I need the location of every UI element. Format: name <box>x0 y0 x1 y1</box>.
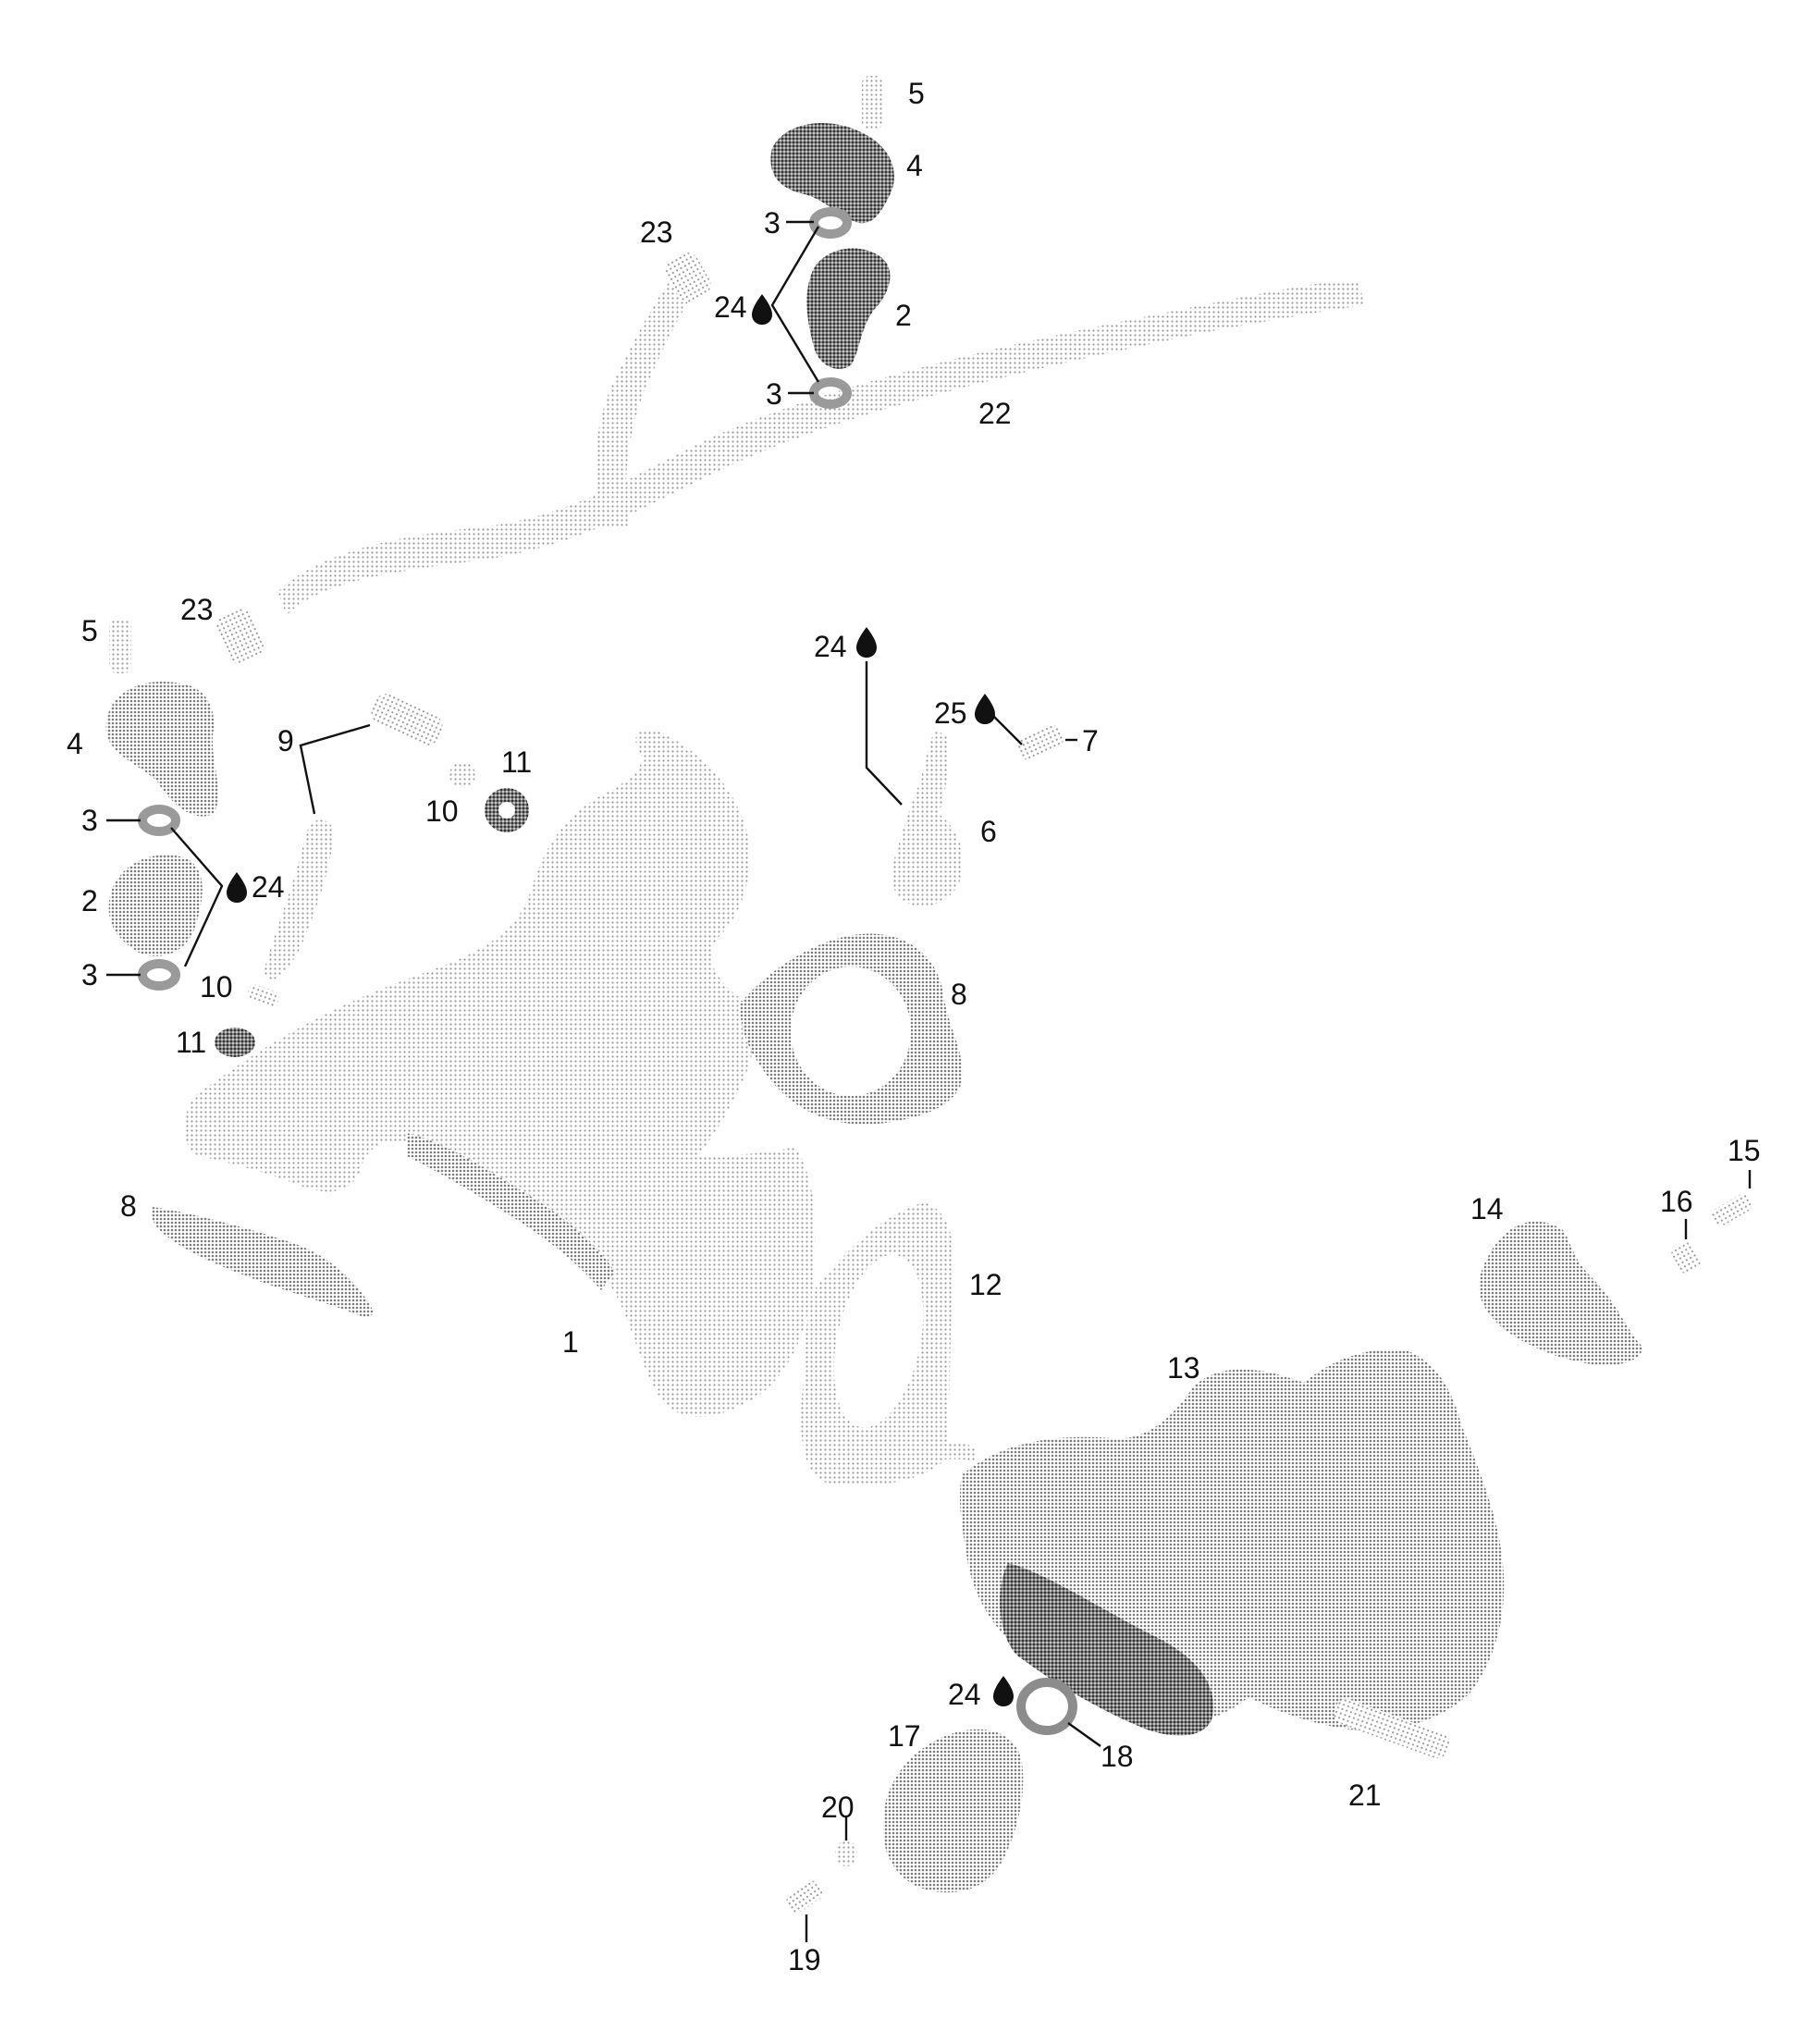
callout-left-11b: 11 <box>176 1026 206 1059</box>
callout-left-2: 2 <box>81 884 98 917</box>
clamp-23-left <box>215 609 265 664</box>
callout-left-23: 23 <box>180 593 214 626</box>
callout-1: 1 <box>562 1325 579 1359</box>
bolt-5-left <box>109 620 131 673</box>
callout-top-22: 22 <box>978 397 1012 430</box>
nut-11-lower <box>215 1028 255 1057</box>
callout-top-3b: 3 <box>766 377 782 411</box>
fitting-4-top <box>770 123 894 224</box>
hose-9-upper <box>371 694 443 745</box>
gasket-8-lower <box>151 1207 375 1318</box>
leader-mid-25 <box>993 716 1023 745</box>
hose-22 <box>277 280 1364 615</box>
bolt-15 <box>1712 1193 1752 1226</box>
fitting-4-left <box>105 681 219 817</box>
leader-top-24 <box>770 226 820 383</box>
callout-14: 14 <box>1470 1192 1504 1225</box>
callout-left-9: 9 <box>277 724 294 757</box>
fitting-2-left <box>108 855 203 956</box>
callout-left-24: 24 <box>252 870 285 904</box>
bracket-6 <box>892 731 964 906</box>
bolt-7 <box>1017 724 1064 761</box>
washer-10-lower <box>247 984 280 1006</box>
callout-mid-6: 6 <box>980 815 997 848</box>
leader-mid-24 <box>865 661 903 806</box>
hose-22-branch <box>595 268 703 527</box>
callout-top-23: 23 <box>640 215 673 249</box>
oil-drop-icon <box>975 694 995 724</box>
callout-top-5: 5 <box>908 77 925 110</box>
oil-drop-icon <box>993 1676 1014 1706</box>
elbow-14 <box>1479 1221 1642 1366</box>
callout-left-10b: 10 <box>200 970 233 1003</box>
leader-18 <box>1067 1722 1101 1747</box>
gasket-8-upper-hole <box>791 966 911 1096</box>
gasket-12-hole <box>833 1254 924 1428</box>
bolt-19 <box>786 1880 823 1914</box>
callout-top-24: 24 <box>714 290 747 324</box>
nut-11-upper-hole <box>498 802 515 819</box>
callout-left-10a: 10 <box>425 794 459 828</box>
manifold-1-inner-channel <box>407 1133 615 1290</box>
callout-17: 17 <box>888 1719 921 1753</box>
hose-9 <box>264 819 334 980</box>
washer-20 <box>835 1840 857 1866</box>
o-ring-3-left-b <box>138 959 180 991</box>
oil-drop-icon <box>227 872 247 903</box>
leader-left-9 <box>299 723 371 815</box>
clamp-23-top <box>665 252 711 302</box>
callout-19: 19 <box>788 1943 821 1976</box>
o-ring-18 <box>1016 1678 1077 1735</box>
oil-drop-icon <box>752 294 772 325</box>
washer-10-upper <box>449 762 475 788</box>
callout-left-11a: 11 <box>501 745 532 779</box>
callout-top-2: 2 <box>895 299 912 332</box>
callout-mid-24: 24 <box>814 630 847 663</box>
callout-16: 16 <box>1660 1185 1693 1218</box>
callout-low-24: 24 <box>948 1678 981 1711</box>
sensor-17 <box>883 1729 1024 1893</box>
oil-drop-icon <box>856 627 877 658</box>
callout-left-8: 8 <box>120 1189 137 1223</box>
turbo-13-pipe <box>888 1441 976 1471</box>
callout-top-4: 4 <box>906 149 923 182</box>
leader-left-24 <box>170 827 224 967</box>
callout-13: 13 <box>1167 1351 1200 1385</box>
bolt-5-top <box>862 76 882 129</box>
callout-left-3a: 3 <box>81 804 98 837</box>
washer-16 <box>1671 1242 1701 1274</box>
callout-left-3b: 3 <box>81 958 98 991</box>
callout-mid-7: 7 <box>1082 724 1099 757</box>
callout-left-4: 4 <box>67 727 83 760</box>
turbo-13 <box>959 1349 1505 1730</box>
callout-21: 21 <box>1348 1779 1382 1812</box>
callout-mid-8: 8 <box>951 978 967 1011</box>
callout-top-3a: 3 <box>764 206 781 240</box>
callout-12: 12 <box>969 1268 1002 1301</box>
callout-20: 20 <box>821 1791 855 1824</box>
fitting-2-top <box>806 248 891 369</box>
callout-15: 15 <box>1728 1134 1761 1167</box>
callout-mid-25: 25 <box>934 696 967 730</box>
o-ring-3-left-a <box>138 805 180 836</box>
turbo-13-flange <box>1000 1563 1213 1736</box>
manifold-1 <box>184 730 816 1417</box>
callout-left-5: 5 <box>81 614 98 647</box>
callout-18: 18 <box>1101 1740 1134 1773</box>
o-ring-3-top-a <box>809 207 852 239</box>
bolt-21 <box>1334 1698 1450 1759</box>
